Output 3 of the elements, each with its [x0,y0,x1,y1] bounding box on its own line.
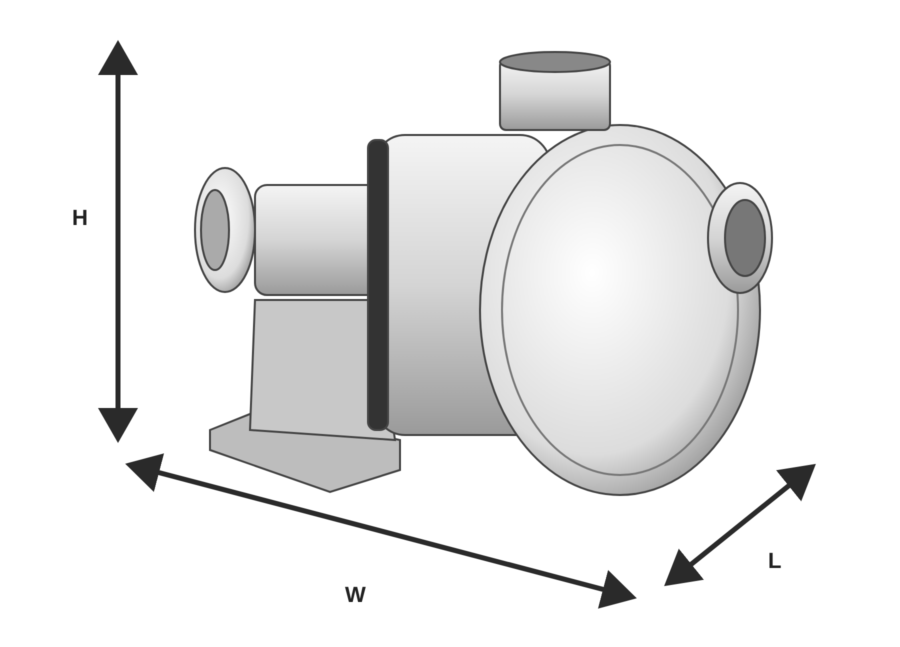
dimension-label: W [345,582,366,608]
dimension-label: L [768,548,782,574]
dimension-label: H [72,205,88,231]
